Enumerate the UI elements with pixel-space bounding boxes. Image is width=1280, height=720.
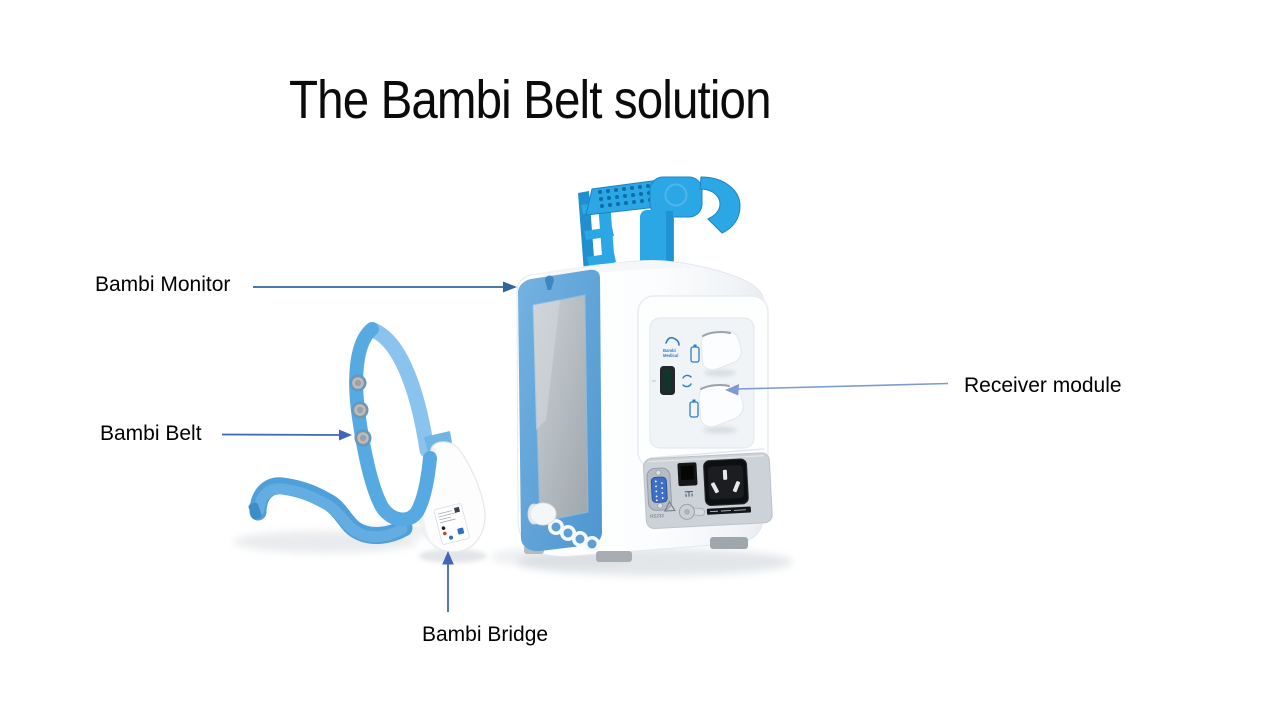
rotary-knob [527,502,557,526]
monitor-screen [518,269,602,552]
callout-receiver-module: Receiver module [964,374,1122,397]
ethernet-port [677,462,698,497]
bambi-monitor-image: Bambi Medical [516,176,773,562]
bambi-belt-image [248,322,486,553]
electrode-snaps [349,374,372,447]
receiver-module-arrow [725,382,949,396]
battery-icon-top [690,344,700,363]
bezel-hanger-notch [545,275,554,290]
bambi-bridge-arrow [442,551,454,612]
logo-text-line1: Bambi [663,348,676,353]
electrode-snap [351,401,369,419]
callout-bambi-monitor: Bambi Monitor [95,273,231,296]
logo-text-line2: Medical [663,353,678,358]
sync-icon [682,374,692,388]
slide-title: The Bambi Belt solution [289,70,772,130]
bambi-monitor-arrow [253,281,517,293]
power-inlet [703,458,752,515]
receiver-bay-panel: Bambi Medical [649,317,755,449]
battery-icon-bottom [689,399,699,418]
callout-bambi-bridge: Bambi Bridge [422,623,549,646]
callout-bambi-belt: Bambi Belt [100,422,202,445]
receiver-module-bottom [698,383,744,434]
bambi-medical-logo: Bambi Medical [663,336,680,358]
connector-panel: RS232 [643,452,773,530]
electrode-snap [354,429,372,447]
belt-tail [248,477,413,544]
card-slot [652,366,675,395]
ground-terminal [663,500,705,520]
electrode-snap [349,374,367,392]
serial-port-label: RS232 [650,513,664,519]
serial-port-db9: RS232 [646,467,672,519]
bridge-label-sticker [433,503,470,545]
belt-back-strand [365,322,435,458]
bezel-buttons [548,519,600,552]
bambi-belt-arrow [221,429,352,441]
receiver-module-top [700,330,742,377]
